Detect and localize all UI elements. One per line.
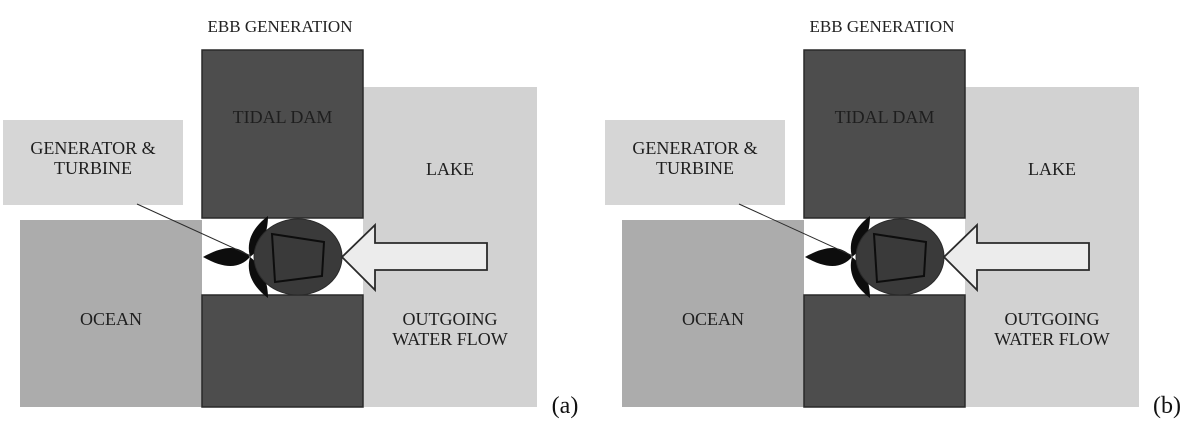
tidal-dam-label: TIDAL DAM <box>232 107 333 127</box>
generator-label: GENERATOR & TURBINE <box>605 138 785 179</box>
diagram-panel-a: EBB GENERATION TIDAL DAM LAKE GENERATOR … <box>3 17 579 419</box>
diagram-panel-b: EBB GENERATION TIDAL DAM LAKE GENERATOR … <box>602 0 1192 427</box>
generator-pointer-line <box>136 203 252 257</box>
panel-drawing <box>3 49 537 408</box>
outgoing-flow-label: OUTGOING WATER FLOW <box>965 309 1139 350</box>
propeller-blade-icon <box>203 216 268 298</box>
tidal-dam-upper <box>201 49 364 219</box>
generator-label-box <box>605 120 785 205</box>
outgoing-flow-line1: OUTGOING <box>1004 309 1100 329</box>
turbine-icon <box>855 218 945 296</box>
outgoing-flow-label: OUTGOING WATER FLOW <box>363 309 537 350</box>
ocean-region <box>20 220 202 407</box>
tidal-dam-label: TIDAL DAM <box>834 107 935 127</box>
lake-label: LAKE <box>1028 159 1076 179</box>
flow-arrow-icon <box>340 222 488 293</box>
tidal-dam-upper <box>803 49 966 219</box>
panel-sublabel: (a) <box>551 393 579 419</box>
turbine-icon <box>253 218 343 296</box>
ocean-label: OCEAN <box>80 309 142 329</box>
generator-label-line2: TURBINE <box>54 157 132 178</box>
generator-label: GENERATOR & TURBINE <box>3 138 183 179</box>
generator-label-box <box>3 120 183 205</box>
panel-drawing <box>605 49 1139 408</box>
ocean-region <box>622 220 804 407</box>
propeller-blade-icon <box>805 216 870 298</box>
outgoing-flow-line1: OUTGOING <box>402 309 498 329</box>
panel-title: EBB GENERATION <box>207 17 353 36</box>
tidal-dam-lower <box>201 294 364 408</box>
generator-pointer-line <box>738 203 854 257</box>
tidal-dam-lower <box>803 294 966 408</box>
flow-arrow-icon <box>942 222 1090 293</box>
generator-label-line1: GENERATOR & <box>632 138 758 158</box>
outgoing-flow-line2: WATER FLOW <box>994 328 1110 349</box>
generator-label-line1: GENERATOR & <box>30 138 156 158</box>
panel-sublabel: (b) <box>1153 393 1181 419</box>
ocean-label: OCEAN <box>682 309 744 329</box>
panel-title: EBB GENERATION <box>809 17 955 36</box>
generator-label-line2: TURBINE <box>656 157 734 178</box>
outgoing-flow-line2: WATER FLOW <box>392 328 508 349</box>
lake-label: LAKE <box>426 159 474 179</box>
